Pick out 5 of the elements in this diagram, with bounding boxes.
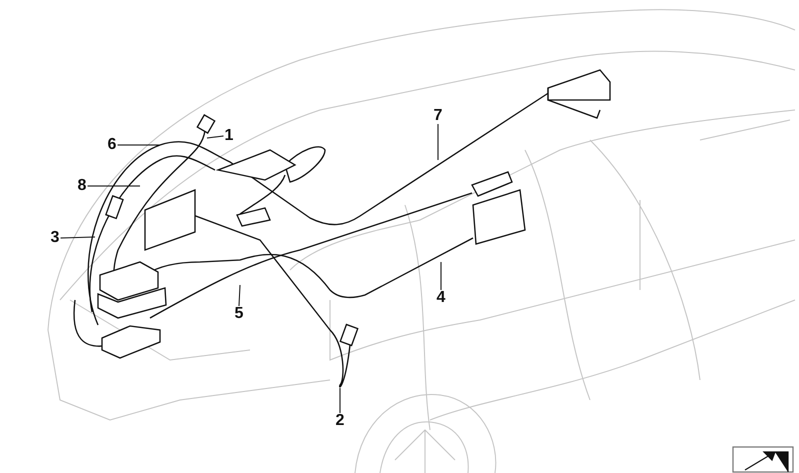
leader-line [440, 262, 442, 290]
leader-line [116, 144, 160, 146]
leader-line [238, 284, 240, 306]
leader-line [60, 236, 96, 238]
leader-line [206, 136, 224, 138]
